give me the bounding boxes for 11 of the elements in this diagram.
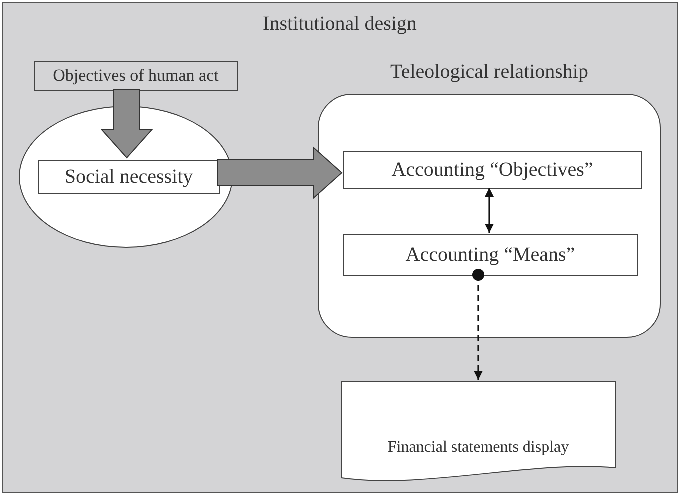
arrow — [472, 269, 484, 380]
block-arrow — [218, 146, 343, 200]
block-arrow — [100, 90, 154, 159]
text-box: Accounting “Means” — [343, 234, 638, 276]
arrow — [485, 188, 494, 233]
text-box: Objectives of human act — [34, 61, 238, 91]
text-box: Accounting “Objectives” — [343, 151, 642, 189]
panel-heading: Teleological relationship — [390, 61, 588, 84]
text-box: Social necessity — [38, 160, 220, 194]
panel-title: Institutional design — [263, 13, 417, 36]
document-label: Financial statements display — [388, 439, 570, 457]
